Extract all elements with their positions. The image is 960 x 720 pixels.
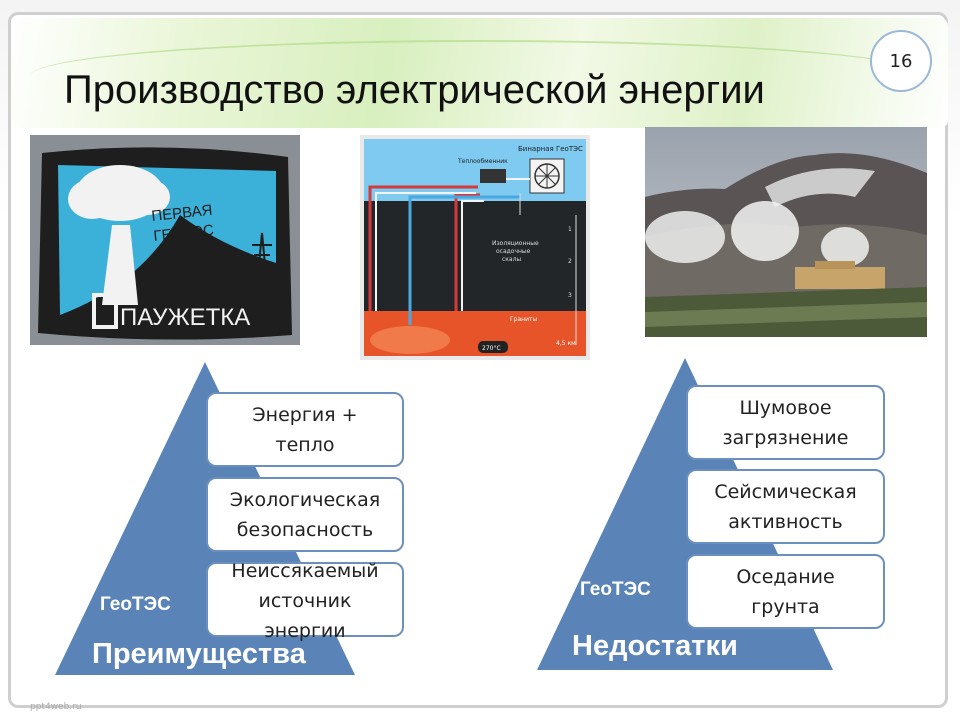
advantage-item-3: Неиссякаемый источник энергии [206,560,404,642]
disadvantages-geotes-label: ГеоТЭС [580,579,651,600]
disadvantage-item-2: Сейсмическая активность [686,469,885,544]
footer-source: ppt4web.ru [30,702,82,712]
diagram-scale-2: 2 [568,258,572,265]
advantages-geotes-label: ГеоТЭС [100,594,171,615]
badge-text-line2: ГЕОТЭС [153,222,215,245]
disadvantage-item-3-line2: грунта [751,595,820,618]
diagram-heat-exchanger-label: Теплообменник [457,158,508,165]
disadvantage-item-1: Шумовое загрязнение [686,385,885,460]
badge-name-text: ПАУЖЕТКА [120,304,250,331]
diagram-scale-3: 3 [568,292,572,299]
diagram-title: Бинарная ГеоТЭС [518,145,583,153]
advantage-item-2-line1: Экологическая [229,488,381,511]
advantage-item-3-line1: Неиссякаемый [231,560,379,582]
advantage-item-1: Энергия + тепло [206,392,404,467]
disadvantage-item-1-line1: Шумовое [739,396,832,419]
advantage-item-2: Экологическая безопасность [206,477,404,552]
diagram-scale-1: 1 [568,226,572,233]
disadvantage-item-2-line1: Сейсмическая [714,480,857,503]
disadvantages-heading: Недостатки [572,630,738,662]
badge-text-line1: ПЕРВАЯ [151,202,214,225]
geothermal-diagram: Бинарная ГеоТЭС Теплообменник Изоляционн… [360,135,590,360]
advantage-item-3-line2: источник [258,590,352,612]
advantage-item-1-line1: Энергия + [252,403,358,426]
advantage-item-3-line3: энергии [264,620,346,642]
diagram-granite-label: Граниты [510,316,537,323]
diagram-rock-label-3: скалы [502,256,521,263]
diagram-rock-label-2: осадочные [496,248,531,255]
header-wave [30,40,930,112]
diagram-temperature-label: 270°C [482,345,501,352]
page-title: Производство электрической энергии [64,68,765,112]
diagram-rock-label-1: Изоляционные [492,240,539,247]
advantage-item-2-line2: безопасность [236,518,374,541]
badge-photo: ПЕРВАЯ ГЕОТЭС ПАУЖЕТКА [30,135,300,345]
diagram-depth-label: 4,5 км [556,340,576,347]
advantage-item-1-line2: тепло [275,433,335,456]
disadvantage-item-2-line2: активность [728,510,843,533]
page-number-badge: 16 [870,30,932,92]
advantages-heading: Преимущества [92,638,306,670]
disadvantage-item-1-line2: загрязнение [722,426,849,449]
disadvantage-item-3: Оседание грунта [686,554,885,629]
power-plant-photo [645,127,927,337]
disadvantage-item-3-line1: Оседание [736,565,835,588]
